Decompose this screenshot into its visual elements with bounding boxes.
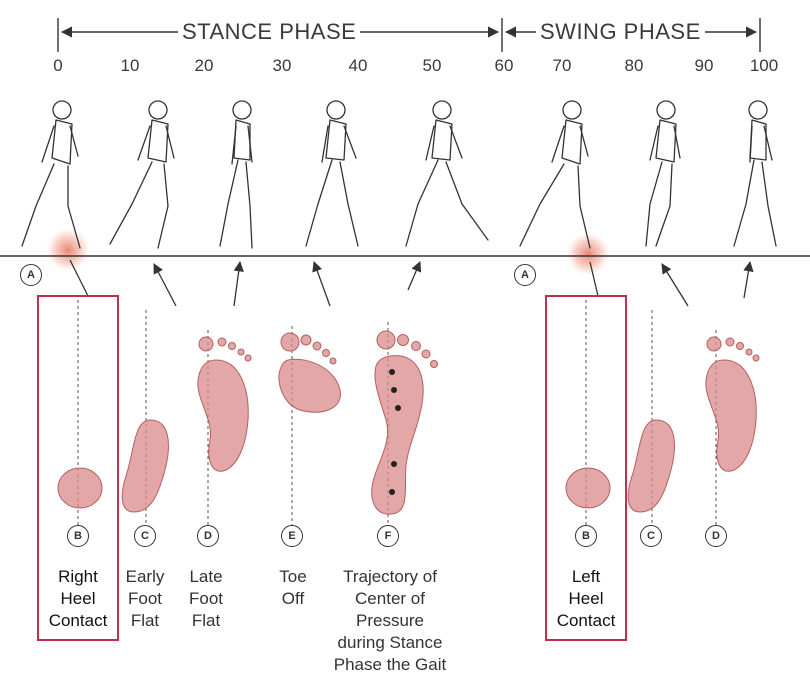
percent-tick: 20 <box>184 56 224 76</box>
percent-tick: 100 <box>744 56 784 76</box>
early-foot-flat-caption: Early Foot Flat <box>126 566 165 632</box>
marker-e: E <box>281 525 303 547</box>
left-heel-contact-caption: Left Heel Contact <box>557 566 616 632</box>
marker-b: B <box>575 525 597 547</box>
walking-figure-icon <box>110 101 174 248</box>
stance-phase-label: STANCE PHASE <box>178 19 360 45</box>
walking-figure-icon <box>406 101 488 246</box>
pointer-arrow <box>408 262 420 290</box>
percent-tick: 10 <box>110 56 150 76</box>
percent-tick: 30 <box>262 56 302 76</box>
walking-figure-icon <box>22 101 80 248</box>
pressure-trajectory-print-icon <box>372 331 438 514</box>
percent-tick: 0 <box>38 56 78 76</box>
percent-tick: 40 <box>338 56 378 76</box>
heel-print-icon <box>566 468 610 508</box>
marker-a: A <box>514 264 536 286</box>
walking-figure-icon <box>306 101 358 246</box>
pointer-arrow <box>154 264 176 306</box>
marker-b: B <box>67 525 89 547</box>
walking-figure-icon <box>520 101 590 248</box>
right-heel-glow <box>46 228 90 272</box>
trajectory-caption: Trajectory of Center of Pressure during … <box>334 566 446 676</box>
walking-figure-icon <box>220 101 252 248</box>
heel-print-icon <box>58 468 102 508</box>
marker-a: A <box>20 264 42 286</box>
percent-tick: 60 <box>484 56 524 76</box>
marker-f: F <box>377 525 399 547</box>
pointer-arrow <box>314 262 330 306</box>
marker-d: D <box>705 525 727 547</box>
percent-tick: 80 <box>614 56 654 76</box>
foot-flat-print-icon <box>122 420 168 512</box>
foot-flat-print-icon <box>628 420 674 512</box>
percent-tick: 90 <box>684 56 724 76</box>
marker-d: D <box>197 525 219 547</box>
swing-phase-label: SWING PHASE <box>536 19 705 45</box>
pointer-arrow <box>662 264 688 306</box>
percent-tick: 70 <box>542 56 582 76</box>
percent-tick: 50 <box>412 56 452 76</box>
right-heel-contact-caption: Right Heel Contact <box>49 566 108 632</box>
late-foot-flat-print-icon <box>706 337 759 471</box>
pointer-arrow <box>744 262 750 298</box>
walking-figure-icon <box>646 101 680 246</box>
marker-c: C <box>640 525 662 547</box>
pointer-arrow <box>234 262 240 306</box>
toe-off-caption: Toe Off <box>279 566 306 610</box>
walking-figure-icon <box>734 101 776 246</box>
marker-c: C <box>134 525 156 547</box>
toe-off-print-icon <box>279 333 341 412</box>
late-foot-flat-print-icon <box>198 337 251 471</box>
late-foot-flat-caption: Late Foot Flat <box>189 566 223 632</box>
